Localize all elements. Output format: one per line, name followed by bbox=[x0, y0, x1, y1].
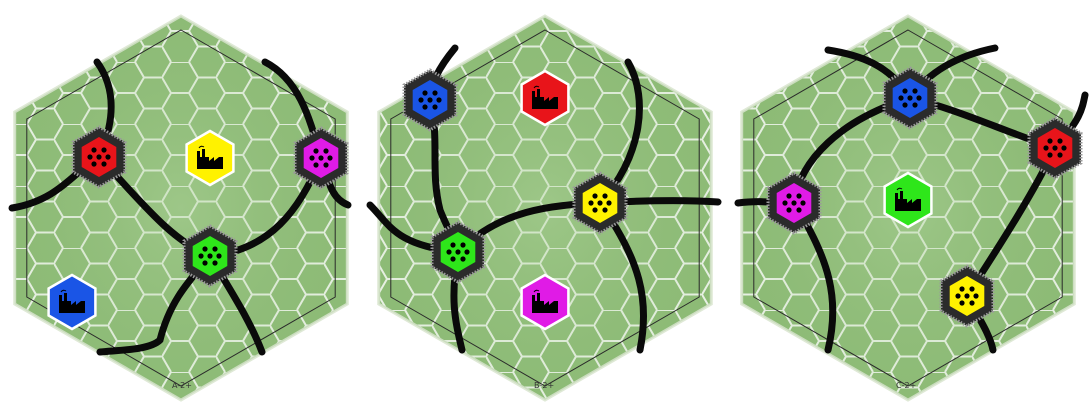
magenta-factory-tile[interactable] bbox=[522, 275, 569, 329]
yellow-factory-tile[interactable] bbox=[187, 131, 234, 185]
factory-tile-hex bbox=[885, 173, 932, 227]
factory-tile-hex bbox=[522, 71, 569, 125]
map-tile: B-2+ bbox=[370, 16, 718, 400]
tile-label: B-2+ bbox=[534, 381, 554, 390]
tile-label: A-2+ bbox=[172, 381, 192, 390]
red-factory-tile[interactable] bbox=[522, 71, 569, 125]
map-tile: C-2+ bbox=[738, 16, 1085, 400]
map-tile: A-2+ bbox=[12, 16, 348, 400]
factory-tile-hex bbox=[49, 275, 96, 329]
factory-tile-hex bbox=[522, 275, 569, 329]
green-factory-tile[interactable] bbox=[885, 173, 932, 227]
factory-tile-hex bbox=[187, 131, 234, 185]
blue-factory-tile[interactable] bbox=[49, 275, 96, 329]
tile-label: C-2+ bbox=[896, 381, 916, 390]
